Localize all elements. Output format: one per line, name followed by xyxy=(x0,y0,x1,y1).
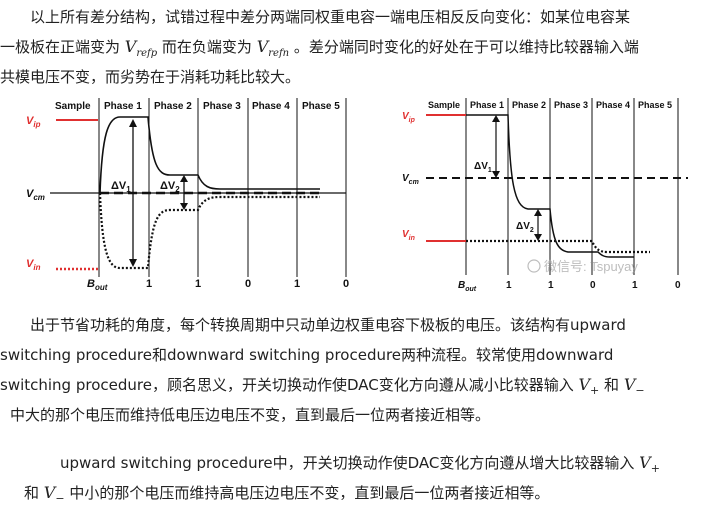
arrow-head xyxy=(129,119,137,127)
text: 共模电压不变，而劣势在于消耗功耗比较大。 xyxy=(0,68,301,86)
phase-label: Phase 4 xyxy=(252,101,290,112)
bit-value: 1 xyxy=(146,278,152,290)
text: 以上所有差分结构，试错过程中差分两端同权重电容一端电压相反反向变化：如某位电容某 xyxy=(30,8,631,26)
paragraph-2: 出于节省功耗的角度，每个转换周期中只动单边权重电容下极板的电压。该结构有upwa… xyxy=(0,310,713,450)
phase-label: Phase 1 xyxy=(470,100,504,110)
text: 中大的那个电压而维持低电压边电压不变，直到最后一位两者接近相等。 xyxy=(10,406,491,424)
wechat-icon xyxy=(527,259,541,273)
paragraph-2-line-4: 中大的那个电压而维持低电压边电压不变，直到最后一位两者接近相等。 xyxy=(10,400,490,430)
paragraph-2-line-1: 出于节省功耗的角度，每个转换周期中只动单边权重电容下极板的电压。该结构有upwa… xyxy=(30,310,626,340)
phase-label: Phase 1 xyxy=(104,101,142,112)
wechat-watermark: 微信号: Tspuyay xyxy=(527,259,638,274)
text: 。差分端同时变化的好处在于可以维持比较器输入端 xyxy=(289,38,639,56)
vcm-label: Vcm xyxy=(26,188,45,202)
vin-label: Vin xyxy=(26,258,41,272)
dv2-label: ΔV2 xyxy=(160,180,180,194)
text: 而在负端变为 xyxy=(157,38,257,56)
paragraph-2-line-2: switching procedure和downward switching p… xyxy=(0,340,613,370)
vip-label: Vip xyxy=(26,115,41,129)
v-plus-symbol: V+ xyxy=(639,453,660,476)
arrow-head xyxy=(180,203,188,210)
phase-dividers xyxy=(98,98,347,277)
negative-waveform xyxy=(98,192,320,270)
phase-label: Phase 3 xyxy=(203,101,241,112)
paragraph-1-line-2: 一极板在正端变为 Vrefp 而在负端变为 Vrefn 。差分端同时变化的好处在… xyxy=(0,32,639,69)
bit-value: 1 xyxy=(632,280,638,291)
paragraph-3-line-1: upward switching procedure中，开关切换动作使DAC变化… xyxy=(60,448,660,484)
text: 一极板在正端变为 xyxy=(0,38,125,56)
bit-value: 1 xyxy=(548,280,554,291)
v-refp-symbol: Vrefp xyxy=(124,37,158,60)
paragraph-3: upward switching procedure中，开关切换动作使DAC变化… xyxy=(0,448,713,508)
positive-waveform xyxy=(99,116,320,194)
v-minus-symbol: V− xyxy=(623,375,645,398)
text: 和 xyxy=(24,484,44,502)
svg-text:微信号: Tspuyay: 微信号: Tspuyay xyxy=(544,259,638,274)
bout-label: Bout xyxy=(87,278,108,292)
paragraph-1: 以上所有差分结构，试错过程中差分两端同权重电容一端电压相反反向变化：如某位电容某… xyxy=(0,2,713,92)
bit-value: 0 xyxy=(675,280,681,291)
phase-label: Phase 3 xyxy=(554,100,588,110)
text: switching procedure，顾名思义，开关切换动作使DAC变化方向遵… xyxy=(0,376,579,394)
text: 出于节省功耗的角度，每个转换周期中只动单边权重电容下极板的电压。该结构有upwa… xyxy=(30,316,626,334)
dv2-label: ΔV2 xyxy=(516,221,534,234)
arrow-head xyxy=(534,209,542,216)
bit-value: 0 xyxy=(343,278,349,290)
phase-label: Phase 4 xyxy=(596,100,630,110)
paragraph-1-line-3: 共模电压不变，而劣势在于消耗功耗比较大。 xyxy=(0,62,300,92)
arrow-head xyxy=(492,171,500,178)
bit-value: 1 xyxy=(195,278,201,290)
vin-label: Vin xyxy=(402,229,415,242)
text: 中小的那个电压而维持高电压边电压不变，直到最后一位两者接近相等。 xyxy=(64,484,550,502)
phase-label: Sample xyxy=(428,100,460,110)
text: upward switching procedure中，开关切换动作使DAC变化… xyxy=(60,454,640,472)
paragraph-2-line-3: switching procedure，顾名思义，开关切换动作使DAC变化方向遵… xyxy=(0,370,645,406)
left-waveform-figure: Sample Phase 1 Phase 2 Phase 3 Phase 4 P… xyxy=(26,98,349,292)
dv1-label: ΔV1 xyxy=(111,180,131,194)
text: 和 xyxy=(599,376,624,394)
vcm-label: Vcm xyxy=(402,173,419,186)
phase-label: Phase 2 xyxy=(154,101,192,112)
dv1-label: ΔV1 xyxy=(474,161,492,174)
v-minus-symbol: V− xyxy=(43,483,65,506)
bit-value: 0 xyxy=(590,280,596,291)
positive-waveform xyxy=(466,114,634,258)
paragraph-1-line-1: 以上所有差分结构，试错过程中差分两端同权重电容一端电压相反反向变化：如某位电容某 xyxy=(30,2,630,32)
bout-label: Bout xyxy=(458,280,477,293)
phase-dividers xyxy=(465,98,679,275)
v-plus-symbol: V+ xyxy=(578,375,600,398)
arrow-head xyxy=(180,175,188,182)
vip-label: Vip xyxy=(402,111,416,124)
bit-value: 0 xyxy=(245,278,251,290)
paragraph-3-line-2: 和 V− 中小的那个电压而维持高电压边电压不变，直到最后一位两者接近相等。 xyxy=(24,478,549,514)
bit-value: 1 xyxy=(294,278,300,290)
phase-label: Sample xyxy=(55,101,91,112)
text: switching procedure和downward switching p… xyxy=(0,346,614,364)
phase-label: Phase 5 xyxy=(302,101,340,112)
right-waveform-figure: Sample Phase 1 Phase 2 Phase 3 Phase 4 P… xyxy=(402,98,688,293)
arrow-head xyxy=(129,259,137,267)
bit-value: 1 xyxy=(506,280,512,291)
phase-label: Phase 2 xyxy=(512,100,546,110)
arrow-head xyxy=(534,234,542,241)
arrow-head xyxy=(492,115,500,122)
v-refn-symbol: Vrefn xyxy=(256,37,290,60)
phase-label: Phase 5 xyxy=(638,100,672,110)
